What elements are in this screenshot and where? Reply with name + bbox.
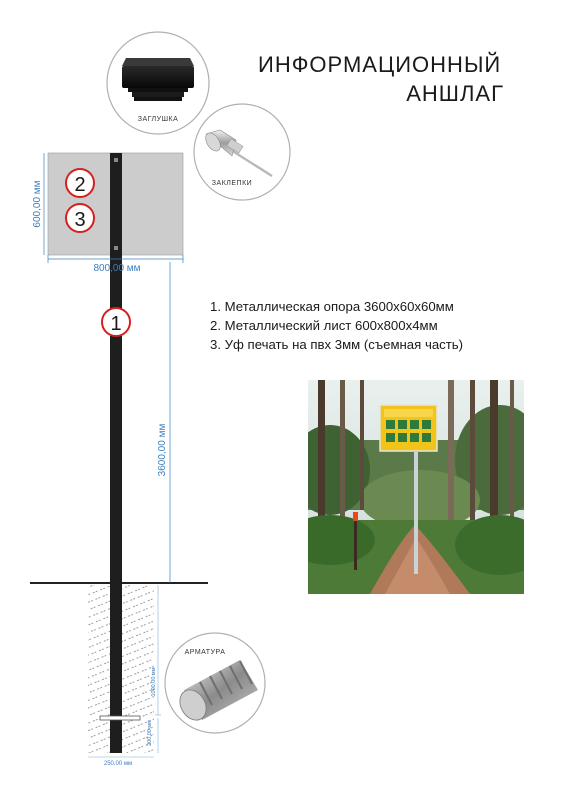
legend-item-1: 1. Металлическая опора 3600х60х60мм (210, 299, 454, 314)
cap-callout: ЗАГЛУШКА (106, 31, 210, 135)
sheet-height-label: 600,00 мм (32, 180, 43, 227)
marker-1-label: 1 (110, 313, 121, 335)
marker-3: 3 (65, 203, 95, 233)
support-pole (110, 153, 122, 753)
rivets-label: ЗАКЛЕПКИ (212, 180, 252, 187)
legend-item-3: 3. Уф печать на пвх 3мм (съемная часть) (210, 337, 464, 352)
pole-rivet-top (114, 158, 118, 162)
dimension-sheet-width (47, 255, 184, 263)
rivets-callout: ЗАКЛЕПКИ (193, 103, 291, 201)
legend-list: 1. Металлическая опора 3600х60х60мм 2. М… (210, 297, 463, 354)
installed-sign-photo (308, 380, 524, 594)
marker-2: 2 (65, 168, 95, 198)
footing-width-label: 250,00 мм (104, 761, 132, 767)
pole-rivet-bottom (114, 246, 118, 250)
title-line-1: ИНФОРМАЦИОННЫЙ (258, 52, 502, 77)
footing-depth-label: 200,00 мм (147, 720, 153, 746)
title-line-2: АНШЛАГ (406, 81, 504, 106)
marker-2-label: 2 (74, 174, 85, 196)
rebar-callout: АРМАТУРА (164, 632, 266, 734)
marker-1: 1 (101, 307, 131, 337)
footing-bar (99, 715, 141, 721)
rebar-label: АРМАТУРА (185, 649, 226, 656)
rebar-icon (179, 660, 258, 721)
legend-item-2: 2. Металлический лист 600х800х4мм (210, 318, 438, 333)
sheet-width-label: 800,00 мм (93, 263, 140, 274)
page-title: ИНФОРМАЦИОННЫЙ АНШЛАГ (258, 50, 548, 108)
marker-3-label: 3 (74, 209, 85, 231)
dimension-underground (88, 585, 161, 758)
cap-label: ЗАГЛУШКА (138, 116, 179, 123)
underground-depth-label: 1000,00 мм (151, 667, 157, 696)
cap-icon (122, 58, 194, 101)
rivet-icon (205, 129, 273, 178)
pole-height-label: 3600,00 мм (157, 424, 168, 477)
